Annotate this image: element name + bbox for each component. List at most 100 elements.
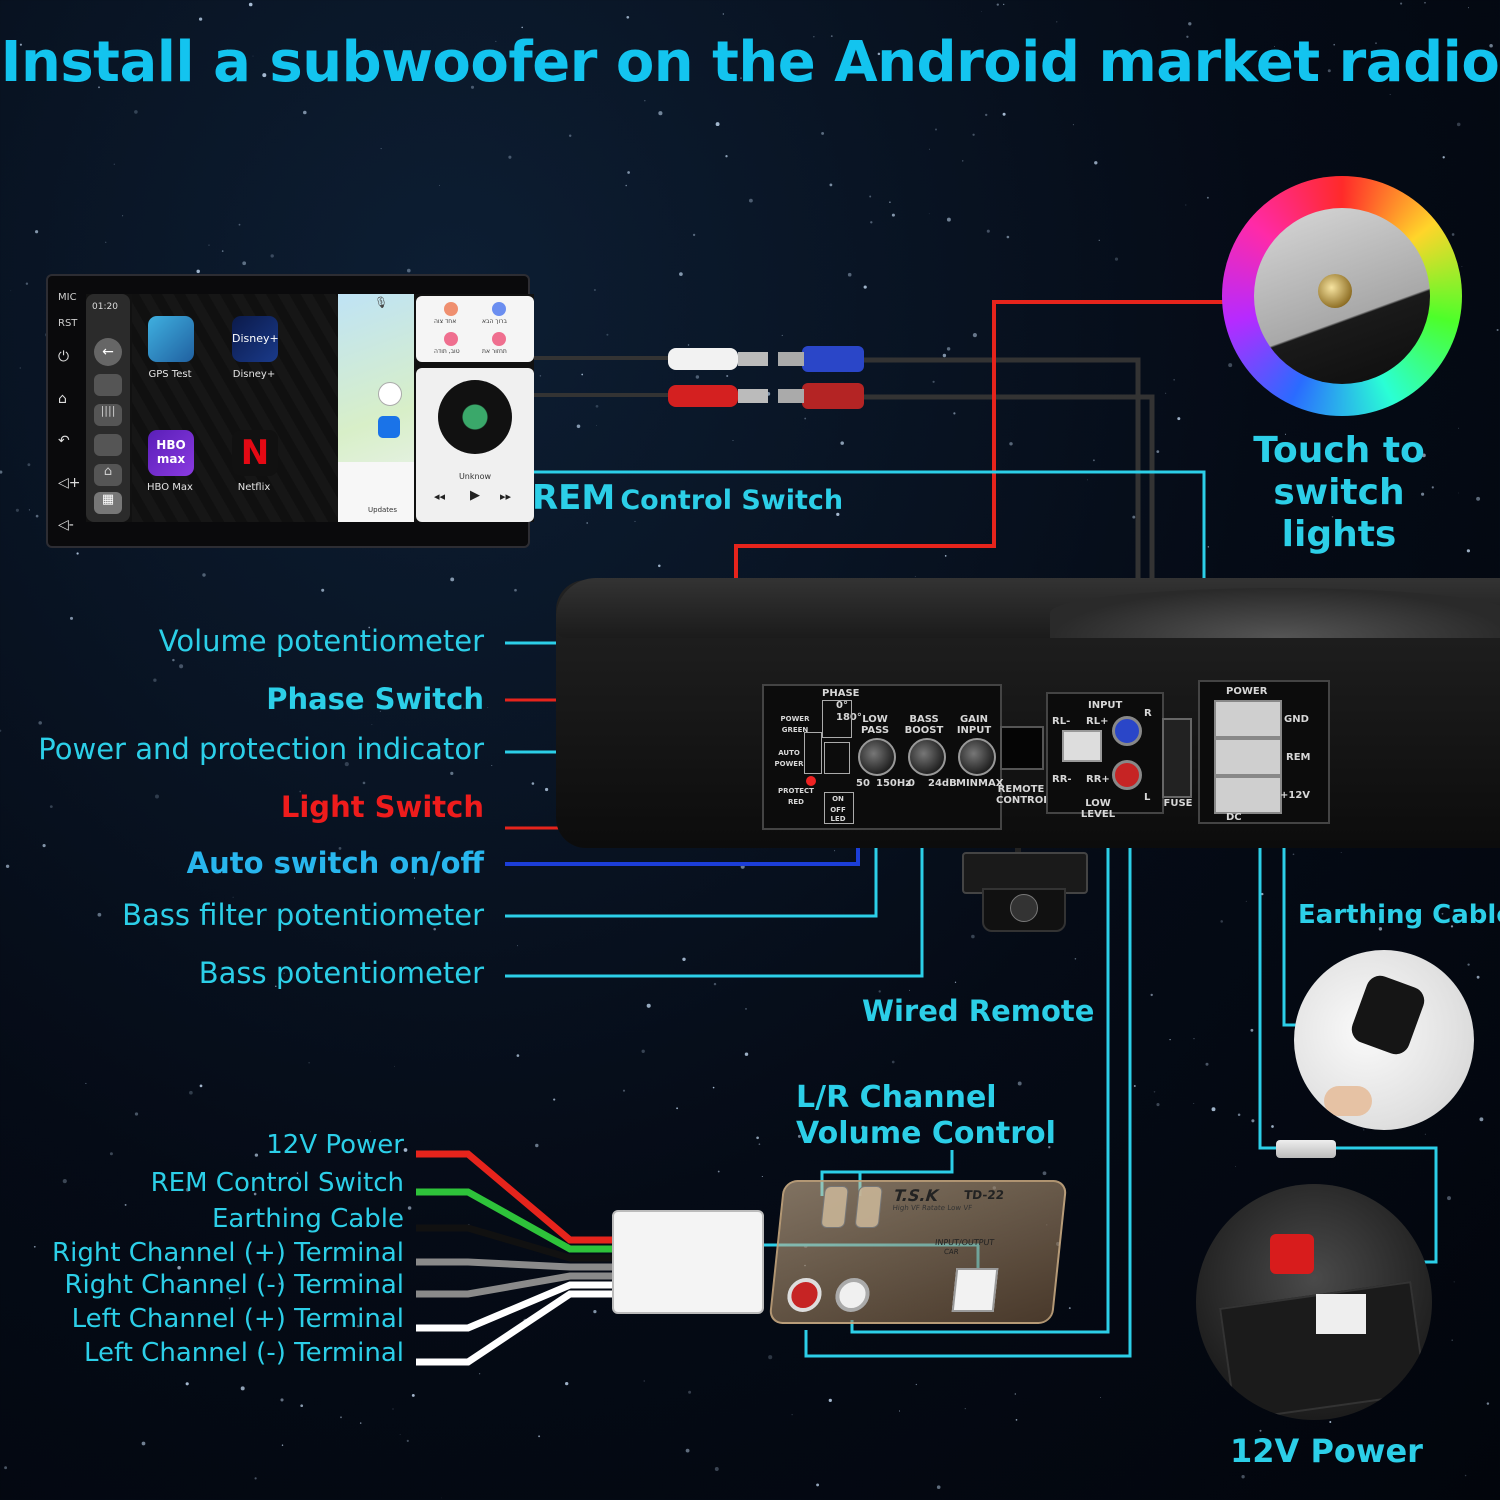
mic-label: MIC: [58, 292, 77, 303]
apps-grid-icon[interactable]: ▦: [94, 492, 122, 514]
input-label: INPUT: [1088, 700, 1123, 711]
star: [1424, 1, 1426, 4]
navigate-icon[interactable]: [378, 416, 400, 438]
wired-remote[interactable]: [982, 888, 1066, 932]
star: [781, 334, 783, 336]
music-widget[interactable]: Unknow ◂◂ ▶ ▸▸: [416, 368, 534, 522]
voice-icon[interactable]: ||||: [94, 404, 122, 426]
harness-connector: [612, 1210, 764, 1314]
touch-button-surface[interactable]: [1254, 208, 1430, 384]
star: [898, 1410, 901, 1412]
star: [199, 1084, 203, 1088]
harness-label: REM Control Switch: [150, 1168, 404, 1198]
power-icon[interactable]: ⏻: [58, 349, 70, 365]
remote-port[interactable]: [1000, 726, 1044, 770]
lr-label-line-2: Volume Control: [796, 1116, 1056, 1151]
power-12v-terminal[interactable]: [1214, 776, 1282, 814]
star: [1015, 1419, 1018, 1421]
star: [1441, 912, 1444, 915]
power-label: POWER: [1226, 686, 1268, 697]
netflix-icon[interactable]: N: [232, 430, 278, 476]
lr-label-line-1: L/R Channel: [796, 1080, 997, 1115]
star: [816, 1483, 820, 1487]
hbo-max-icon[interactable]: HBO max: [148, 430, 194, 476]
rem-terminal[interactable]: [1214, 738, 1282, 776]
low-pass-knob[interactable]: [858, 738, 896, 776]
rca-connectors: [668, 346, 864, 409]
star: [97, 912, 102, 917]
star: [758, 1143, 761, 1146]
recent-apps-icon[interactable]: [94, 374, 122, 396]
led-label: LED: [830, 815, 846, 823]
star: [1169, 1038, 1171, 1041]
my-location-icon[interactable]: [378, 382, 402, 406]
star: [238, 223, 241, 226]
rem-control-switch-label: REM Control Switch: [532, 478, 843, 518]
contact-avatar[interactable]: [444, 332, 458, 346]
head-unit-screen[interactable]: 01:20 ← |||| ⌂ ▦ GPS Test Disney+ Disney…: [86, 294, 534, 522]
harness-label: Left Channel (-) Terminal: [84, 1338, 404, 1368]
contact-avatar[interactable]: [492, 302, 506, 316]
star: [356, 1325, 360, 1328]
gnd-terminal[interactable]: [1214, 700, 1282, 738]
star: [1068, 1307, 1071, 1310]
app-label-gps-test: GPS Test: [148, 369, 192, 380]
star: [1235, 1166, 1236, 1167]
star: [1400, 2, 1403, 5]
amp-label: Bass filter potentiometer: [122, 898, 484, 932]
gain-knob[interactable]: [958, 738, 996, 776]
contacts-widget[interactable]: ברוך הבא אחד צוה טוב, תודה תחזור את: [416, 296, 534, 362]
star: [113, 163, 115, 165]
play-icon[interactable]: ▶: [470, 488, 480, 503]
remote-knob[interactable]: [1010, 894, 1038, 922]
star: [1017, 1081, 1022, 1086]
low-level-input-connector[interactable]: [1062, 730, 1102, 762]
gps-test-icon[interactable]: [148, 316, 194, 362]
star: [1114, 257, 1119, 261]
star: [1205, 1062, 1209, 1066]
contact-avatar[interactable]: [492, 332, 506, 346]
star: [406, 1439, 409, 1442]
back-icon[interactable]: ↶: [58, 433, 70, 449]
fuse-label: FUSE: [1163, 798, 1193, 809]
home-icon[interactable]: ⌂: [58, 391, 67, 407]
star: [596, 425, 597, 427]
rca-input-left[interactable]: [1112, 760, 1142, 790]
previous-icon[interactable]: ◂◂: [434, 490, 446, 503]
touch-light-ring[interactable]: [1222, 176, 1462, 416]
contact-avatar[interactable]: [444, 302, 458, 316]
volume-down-icon[interactable]: ◁-: [58, 517, 74, 533]
rca-input-right[interactable]: [1112, 716, 1142, 746]
star: [362, 781, 366, 785]
light-switch[interactable]: [824, 792, 854, 824]
bass-boost-knob[interactable]: [908, 738, 946, 776]
phase-switch[interactable]: [822, 700, 852, 738]
map-widget[interactable]: 🎙 Updates: [338, 294, 414, 522]
touch-button-icon[interactable]: [1318, 274, 1352, 308]
disney-plus-icon[interactable]: Disney+: [232, 316, 279, 362]
auto-switch[interactable]: [824, 742, 850, 774]
star: [413, 877, 416, 879]
phase-label: PHASE: [822, 688, 860, 699]
home-icon[interactable]: ⌂: [94, 464, 122, 486]
star: [242, 261, 247, 266]
star: [248, 2, 253, 7]
tsk-harness-port[interactable]: [951, 1268, 999, 1312]
harness-label: Right Channel (+) Terminal: [52, 1238, 404, 1268]
tsk-rca-white[interactable]: [833, 1278, 872, 1312]
mic-icon[interactable]: 🎙: [374, 296, 388, 309]
tsk-rca-red[interactable]: [785, 1278, 824, 1312]
star: [371, 723, 373, 725]
auto-power-switch[interactable]: [804, 732, 822, 774]
right-volume-knob[interactable]: [854, 1186, 883, 1228]
volume-up-icon[interactable]: ◁+: [58, 475, 81, 491]
media-icon[interactable]: [94, 434, 122, 456]
amp-control-panel: PHASE 0° 180° POWER GREEN AUTO POWER PRO…: [762, 684, 1003, 830]
star: [658, 111, 663, 116]
left-volume-knob[interactable]: [820, 1186, 849, 1228]
star: [722, 13, 724, 15]
next-icon[interactable]: ▸▸: [500, 490, 512, 503]
back-icon[interactable]: ←: [94, 338, 122, 366]
star: [1329, 1421, 1332, 1423]
head-unit-side-buttons[interactable]: ⏻ ⌂ ↶ ◁+ ◁-: [58, 336, 81, 546]
